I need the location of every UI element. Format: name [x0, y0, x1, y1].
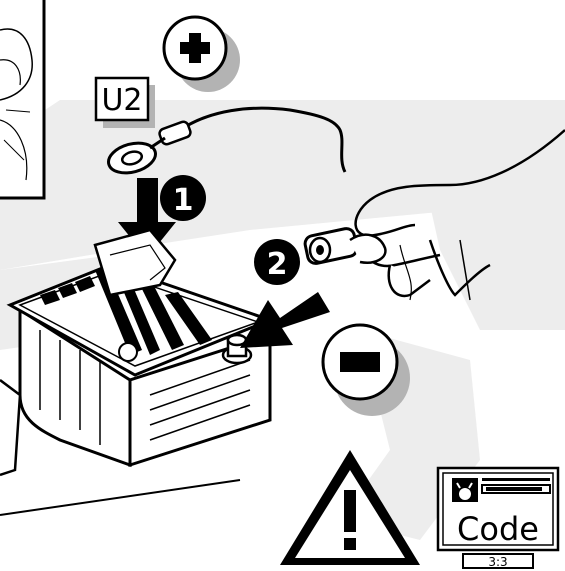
plus-terminal-icon: [164, 17, 240, 92]
code-word: Code: [457, 510, 539, 548]
step-1-number: 1: [173, 183, 194, 218]
terminal-tag: U2: [96, 78, 155, 128]
code-ratio: 3:3: [488, 555, 507, 569]
radio-code-panel: Code 3:3: [438, 468, 558, 569]
inset-panel: [0, 0, 44, 198]
step-2-number: 2: [267, 247, 288, 282]
terminal-tag-label: U2: [101, 83, 142, 118]
minus-terminal-icon: [323, 325, 410, 416]
